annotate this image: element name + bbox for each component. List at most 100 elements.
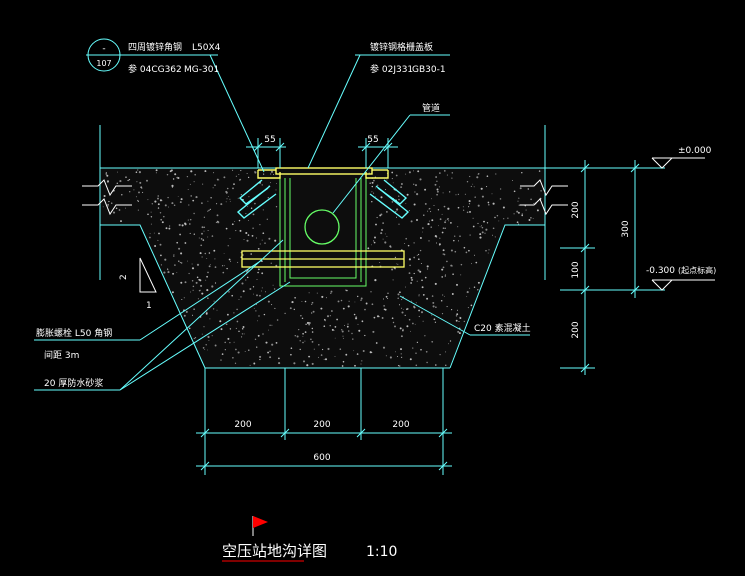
concrete-speckle <box>460 263 463 266</box>
concrete-speckle <box>386 211 388 213</box>
concrete-speckle <box>347 323 349 325</box>
concrete-speckle <box>431 295 434 297</box>
pipe-circle <box>304 209 340 245</box>
concrete-speckle <box>153 232 155 234</box>
concrete-speckle <box>261 184 263 186</box>
concrete-speckle <box>220 328 223 331</box>
concrete-speckle <box>167 269 169 271</box>
concrete-speckle <box>234 362 237 364</box>
bottom-elevation-note: (起点标高) <box>678 265 716 275</box>
concrete-speckle <box>207 271 209 274</box>
concrete-speckle <box>371 191 373 193</box>
concrete-speckle <box>438 186 440 188</box>
concrete-speckle <box>247 220 249 221</box>
concrete-speckle <box>241 327 244 330</box>
concrete-speckle <box>157 195 159 197</box>
concrete-speckle <box>207 335 210 339</box>
concrete-speckle <box>257 334 260 337</box>
cover-ref-label: 参 02J331 <box>370 63 413 75</box>
concrete-speckle <box>157 197 159 200</box>
concrete-speckle <box>468 200 471 203</box>
concrete-speckle <box>275 182 277 184</box>
concrete-speckle <box>419 270 422 273</box>
concrete-speckle <box>219 320 222 323</box>
concrete-speckle <box>420 262 422 265</box>
concrete-speckle <box>238 173 240 176</box>
concrete-speckle <box>533 203 535 204</box>
concrete-speckle <box>107 205 109 207</box>
slope-horizontal-text: 1 <box>146 301 152 311</box>
concrete-speckle <box>426 297 429 300</box>
concrete-speckle <box>254 338 257 340</box>
concrete-speckle <box>513 190 516 193</box>
concrete-speckle <box>125 207 126 209</box>
concrete-speckle <box>147 199 149 201</box>
concrete-speckle <box>289 307 292 310</box>
concrete-speckle <box>203 230 205 232</box>
concrete-speckle <box>201 256 203 258</box>
concrete-speckle <box>397 263 399 265</box>
concrete-speckle <box>442 249 445 252</box>
concrete-speckle <box>517 200 519 202</box>
concrete-speckle <box>150 216 153 218</box>
concrete-speckle <box>540 190 542 192</box>
concrete-speckle <box>103 194 106 198</box>
bottom-dim-right-text: 200 <box>392 420 409 430</box>
concrete-speckle <box>435 364 437 366</box>
concrete-speckle <box>202 239 205 241</box>
concrete-speckle <box>457 226 459 228</box>
concrete-speckle <box>413 272 415 275</box>
concrete-speckle <box>462 206 464 208</box>
concrete-speckle <box>382 222 384 224</box>
concrete-speckle <box>317 356 319 358</box>
concrete-speckle <box>141 187 143 189</box>
concrete-speckle <box>208 209 210 211</box>
concrete-speckle <box>257 271 259 274</box>
concrete-speckle <box>387 292 389 294</box>
concrete-speckle <box>406 308 408 311</box>
concrete-speckle <box>265 341 268 344</box>
concrete-speckle <box>258 268 260 271</box>
right-dim-lower-text: 200 <box>571 321 581 338</box>
concrete-speckle <box>249 288 252 290</box>
concrete-speckle <box>422 227 424 229</box>
concrete-speckle <box>275 189 277 191</box>
concrete-speckle <box>228 258 231 261</box>
concrete-speckle <box>212 308 215 310</box>
concrete-speckle <box>214 282 217 284</box>
slope-indicator <box>139 257 157 293</box>
concrete-speckle <box>216 309 218 311</box>
concrete-speckle <box>193 233 195 235</box>
concrete-speckle <box>494 216 496 219</box>
concrete-speckle <box>451 177 453 179</box>
concrete-speckle <box>479 236 482 239</box>
concrete-speckle <box>256 237 257 239</box>
concrete-speckle <box>226 198 228 200</box>
concrete-speckle <box>424 202 427 205</box>
concrete-speckle <box>241 282 244 285</box>
concrete-speckle <box>341 365 344 367</box>
concrete-speckle <box>444 274 446 276</box>
top-left-tick-a <box>253 142 263 152</box>
concrete-speckle <box>331 328 334 331</box>
concrete-speckle <box>342 335 344 337</box>
concrete-speckle <box>217 220 219 222</box>
concrete-speckle <box>418 309 421 312</box>
concrete-speckle <box>204 252 207 255</box>
concrete-speckle <box>313 348 315 350</box>
concrete-speckle <box>276 319 279 321</box>
concrete-speckle <box>157 239 159 241</box>
concrete-speckle <box>191 263 193 265</box>
concrete-speckle <box>296 335 299 338</box>
right-dim-middle-text: 100 <box>571 261 581 278</box>
concrete-speckle <box>191 314 194 316</box>
concrete-speckle <box>422 231 424 233</box>
concrete-speckle <box>434 183 437 186</box>
concrete-speckle <box>254 202 256 205</box>
concrete-speckle <box>240 296 242 298</box>
cover-assembly <box>257 167 389 179</box>
concrete-speckle <box>446 306 448 308</box>
concrete-speckle <box>474 196 476 198</box>
angle-size-label: L50X4 <box>192 43 221 53</box>
concrete-speckle <box>397 364 400 367</box>
